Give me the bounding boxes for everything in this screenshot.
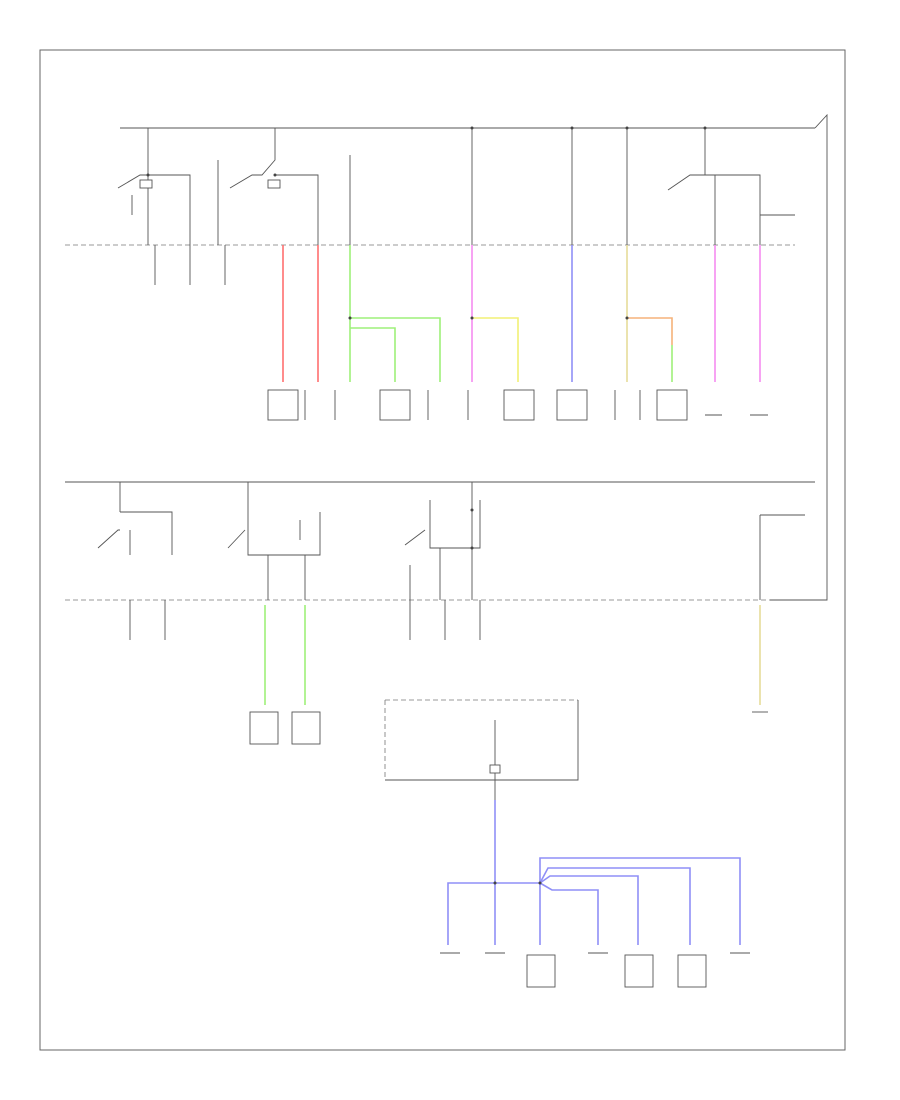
component-box [677, 954, 707, 988]
top-section [65, 113, 828, 601]
component-box [291, 711, 321, 745]
middle-section [65, 481, 815, 745]
component-box [379, 389, 411, 421]
component-box [249, 711, 279, 745]
component-box [556, 389, 588, 421]
component-box [267, 389, 299, 421]
component-box [503, 389, 535, 421]
diagram-frame [39, 49, 846, 1051]
component-box [526, 954, 556, 988]
bottom-section [384, 699, 750, 988]
component-box [656, 389, 688, 421]
component-box [624, 954, 654, 988]
